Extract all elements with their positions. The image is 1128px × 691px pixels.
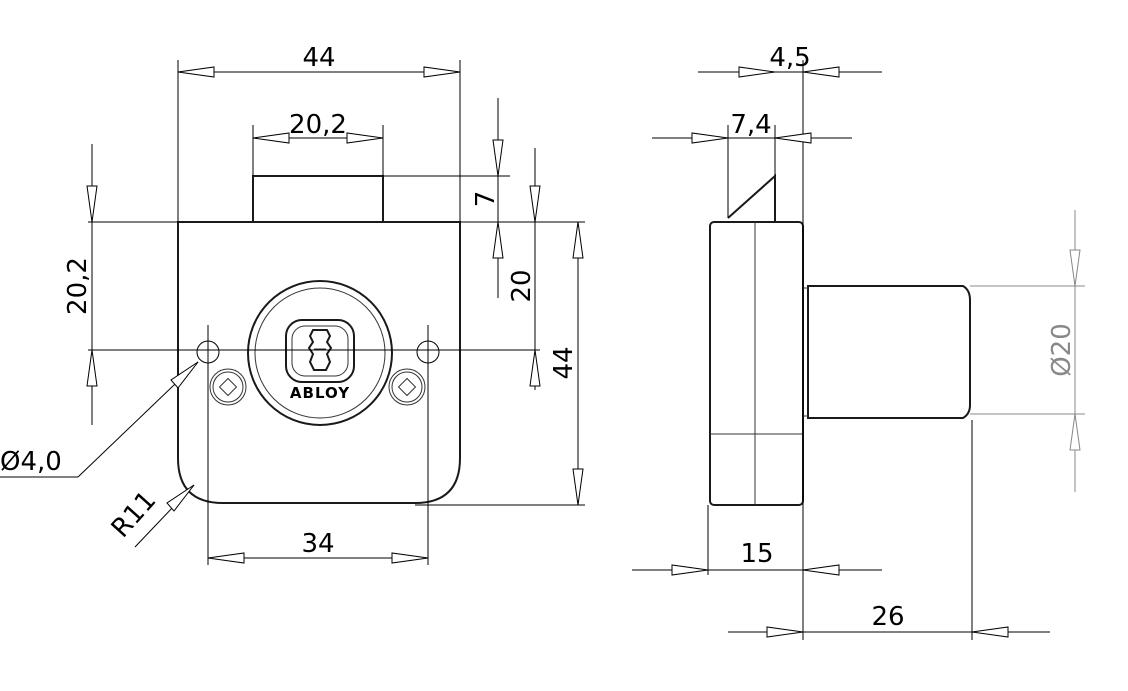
side-cylinder — [807, 285, 971, 419]
keyway-inner — [291, 325, 349, 377]
brand-label: ABLOY — [290, 384, 350, 402]
side-view: 4,5 7,4 Ø20 15 26 — [632, 43, 1085, 640]
screw-left — [209, 368, 247, 406]
dim-left-height: 20,2 — [63, 257, 93, 315]
lock-body-outline — [177, 221, 461, 504]
dim-side-bolt: 7,4 — [730, 110, 771, 140]
dim-hole-spacing: 34 — [301, 529, 334, 559]
dim-bolt-width: 20,2 — [289, 110, 347, 140]
dim-radius: R11 — [106, 486, 163, 544]
dim-total-height: 44 — [549, 346, 579, 379]
dim-bolt-height: 7 — [471, 191, 501, 208]
dim-hole-diameter: Ø4,0 — [0, 447, 62, 477]
keyway-frame — [285, 319, 355, 383]
dim-center-height: 20 — [507, 269, 537, 302]
dim-total-depth: 26 — [871, 602, 904, 632]
bolt — [252, 175, 384, 223]
dim-width-44: 44 — [302, 43, 335, 73]
dim-cylinder-diameter: Ø20 — [1047, 323, 1077, 377]
side-bolt — [727, 173, 776, 222]
dim-side-top: 4,5 — [769, 43, 810, 73]
side-body — [709, 221, 804, 506]
screw-right — [388, 368, 426, 406]
cylinder-outer-ring — [247, 280, 393, 426]
keyway-slot-icon — [307, 329, 333, 371]
front-view: ABLOY 44 — [0, 43, 585, 565]
cylinder-inner-ring — [254, 287, 386, 419]
dim-body-depth: 15 — [740, 539, 773, 569]
